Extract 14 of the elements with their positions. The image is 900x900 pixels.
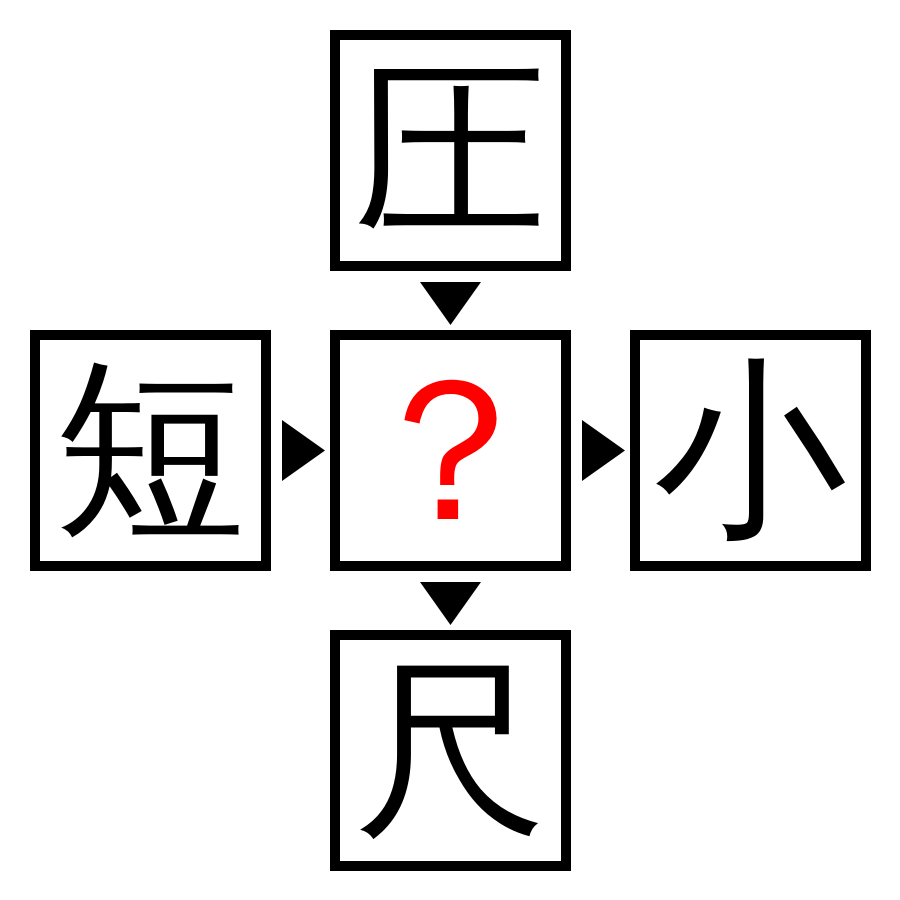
character-box	[330, 330, 571, 571]
kanji-character: 尺	[354, 654, 546, 846]
triangle-arrow	[582, 420, 625, 481]
triangle-arrow	[282, 420, 325, 481]
question-mark: ？	[350, 350, 550, 550]
character-box	[630, 330, 871, 571]
triangle-arrow	[420, 282, 481, 325]
character-box	[330, 30, 571, 271]
kanji-character: 圧	[354, 54, 546, 246]
character-box	[30, 330, 271, 571]
character-box	[330, 630, 571, 871]
kanji-character: 短	[54, 354, 246, 546]
kanji-character: 小	[654, 354, 846, 546]
triangle-arrow	[420, 582, 481, 625]
